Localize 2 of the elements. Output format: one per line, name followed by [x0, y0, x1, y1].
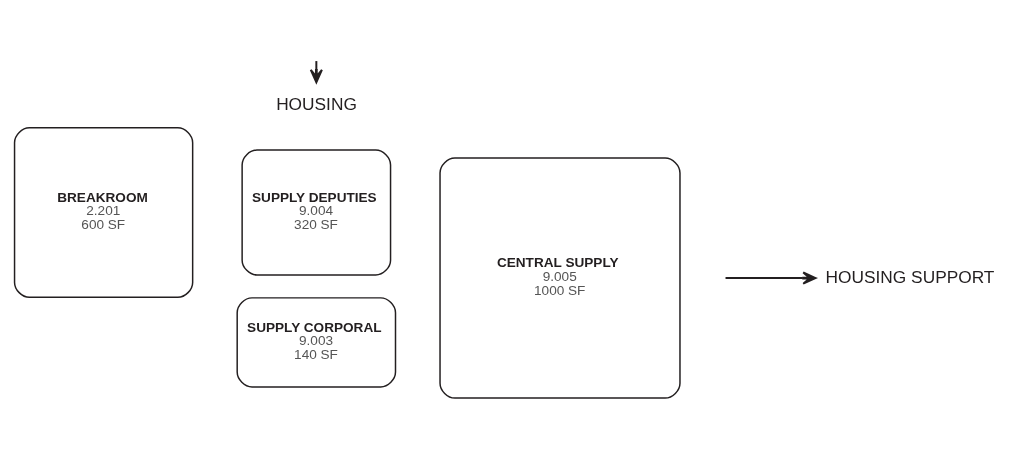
node-text: HOUSING	[275, 93, 357, 114]
node-text: HOUSING SUPPORT	[825, 266, 994, 287]
